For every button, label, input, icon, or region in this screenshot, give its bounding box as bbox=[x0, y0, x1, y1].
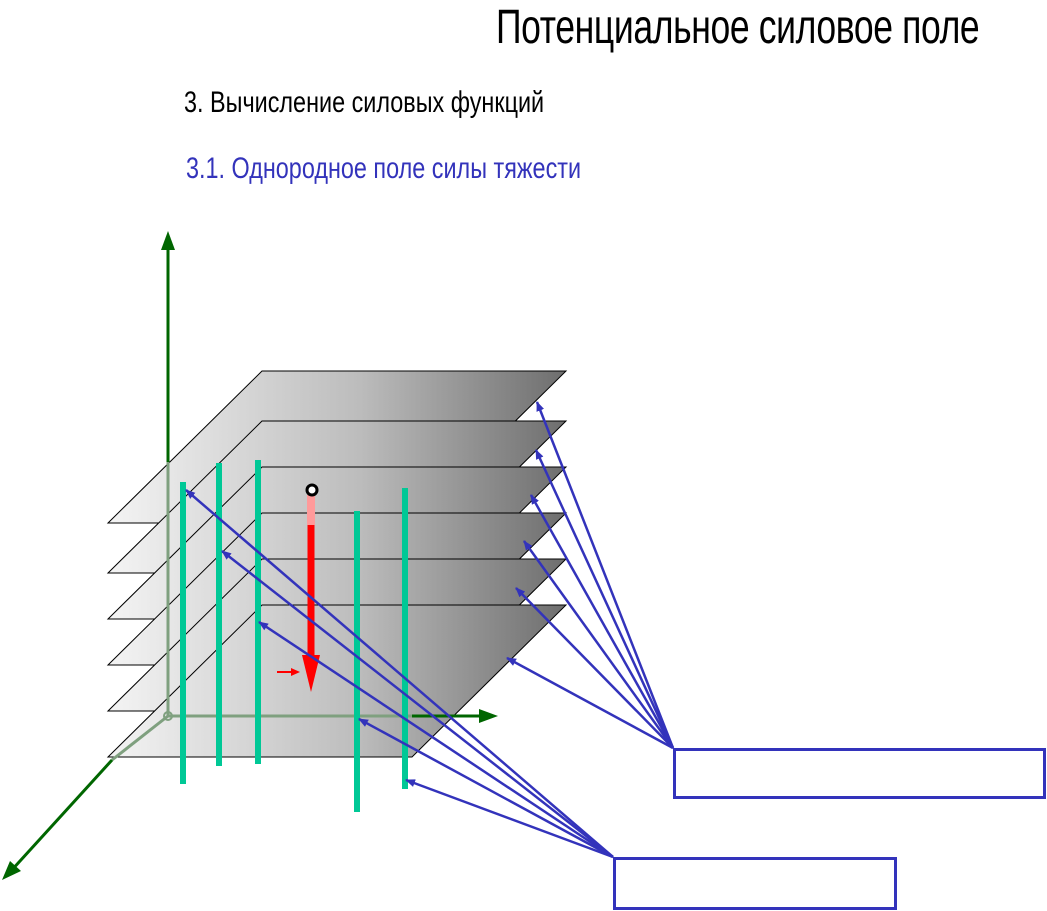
gravity-force-faded-segment bbox=[307, 495, 315, 525]
pointer-line bbox=[405, 778, 614, 859]
subsection-heading: 3.1. Однородное поле силы тяжести bbox=[186, 152, 582, 185]
field-lines bbox=[180, 460, 408, 812]
surfaces-pointers bbox=[506, 401, 675, 750]
pointer-line bbox=[358, 717, 614, 859]
pointer-line bbox=[522, 540, 675, 749]
pointer-line bbox=[506, 656, 674, 750]
pointer-line bbox=[535, 401, 675, 749]
gravity-force-arrowhead bbox=[302, 655, 320, 692]
material-point bbox=[305, 483, 319, 497]
pointer-line bbox=[534, 449, 675, 749]
slide-title: Потенциальное силовое поле bbox=[496, 1, 980, 54]
field-line-pointers bbox=[185, 489, 614, 859]
depth-axis-arrowhead bbox=[2, 861, 21, 880]
horizontal-axis-arrowhead bbox=[479, 709, 498, 723]
pointer-line bbox=[529, 494, 675, 749]
section-heading: 3. Вычисление силовых функций bbox=[184, 86, 545, 119]
vertical-axis-arrowhead bbox=[161, 231, 175, 250]
unit-vector-arrowhead bbox=[291, 668, 300, 676]
plane bbox=[106, 604, 568, 758]
pointer-line bbox=[185, 489, 614, 858]
depth-axis bbox=[8, 758, 114, 874]
callout-box-surfaces bbox=[673, 748, 1046, 799]
pointer-line bbox=[515, 587, 674, 749]
depth-axis-faded bbox=[111, 714, 169, 762]
pointer-line bbox=[221, 550, 614, 858]
equipotential-planes bbox=[106, 370, 568, 758]
callout-box-field-lines bbox=[613, 857, 897, 910]
pointer-line bbox=[258, 620, 614, 859]
origin-point bbox=[163, 711, 173, 721]
